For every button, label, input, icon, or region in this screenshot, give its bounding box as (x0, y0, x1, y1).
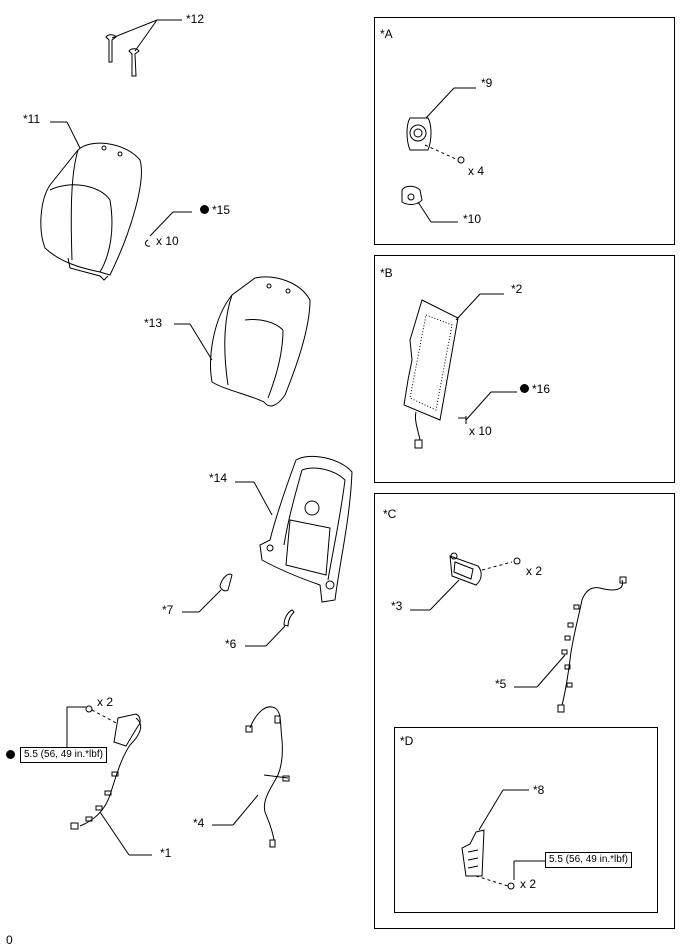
part-12-label: *12 (186, 12, 205, 26)
part-1-harness (66, 705, 152, 856)
torque-spec-left: 5.5 (56, 49 in.*lbf) (20, 747, 107, 763)
part-13-label: *13 (144, 316, 163, 330)
part-7 (182, 573, 233, 613)
part-2-label: *2 (511, 282, 523, 296)
part-13-seatback-pad (174, 276, 311, 407)
panel-c (374, 493, 675, 929)
part-11-seatback-cover (40, 121, 142, 281)
panel-b-label: *B (380, 266, 393, 280)
part-9-label: *9 (481, 76, 493, 90)
panel-a-parts (401, 87, 476, 223)
part-4-harness (212, 706, 290, 848)
part-4-label: *4 (193, 816, 205, 830)
part-8-qty: x 2 (520, 877, 537, 891)
torque-spec-panel-d: 5.5 (56, 49 in.*lbf) (545, 852, 632, 868)
part-1-label: *1 (160, 846, 172, 860)
part-9-qty: x 4 (468, 164, 485, 178)
new-part-dot-icon (200, 205, 209, 215)
part-3-qty: x 2 (526, 564, 543, 578)
part-14-seat-frame (235, 455, 353, 603)
part-16-qty: x 10 (469, 424, 492, 438)
part-1-qty: x 2 (97, 695, 114, 709)
footer-code: 0 (6, 933, 13, 947)
new-part-dot-icon (520, 384, 529, 394)
part-6-label: *6 (225, 637, 237, 651)
part-15-label: *15 (200, 203, 230, 217)
part-10-label: *10 (463, 212, 482, 226)
part-16-label: *16 (520, 382, 550, 396)
torque-new-part-dot-icon (6, 750, 15, 759)
panel-d-parts (461, 789, 546, 890)
part-15-hog-ring (145, 211, 192, 247)
part-15-qty: x 10 (156, 234, 179, 248)
part-5-label: *5 (495, 677, 507, 691)
part-3-label: *3 (391, 599, 403, 613)
part-12-clips (105, 19, 182, 77)
panel-d-label: *D (400, 734, 414, 748)
part-8-label: *8 (533, 783, 545, 797)
panel-b-parts (403, 293, 517, 449)
part-14-label: *14 (209, 471, 228, 485)
panel-d (394, 727, 658, 913)
panel-c-label: *C (383, 507, 397, 521)
panel-a-label: *A (380, 27, 393, 41)
part-6 (245, 609, 295, 647)
panel-c-parts (410, 552, 627, 713)
panel-a (374, 17, 675, 245)
part-11-label: *11 (23, 112, 41, 126)
part-7-label: *7 (162, 603, 174, 617)
panel-b (374, 255, 675, 483)
